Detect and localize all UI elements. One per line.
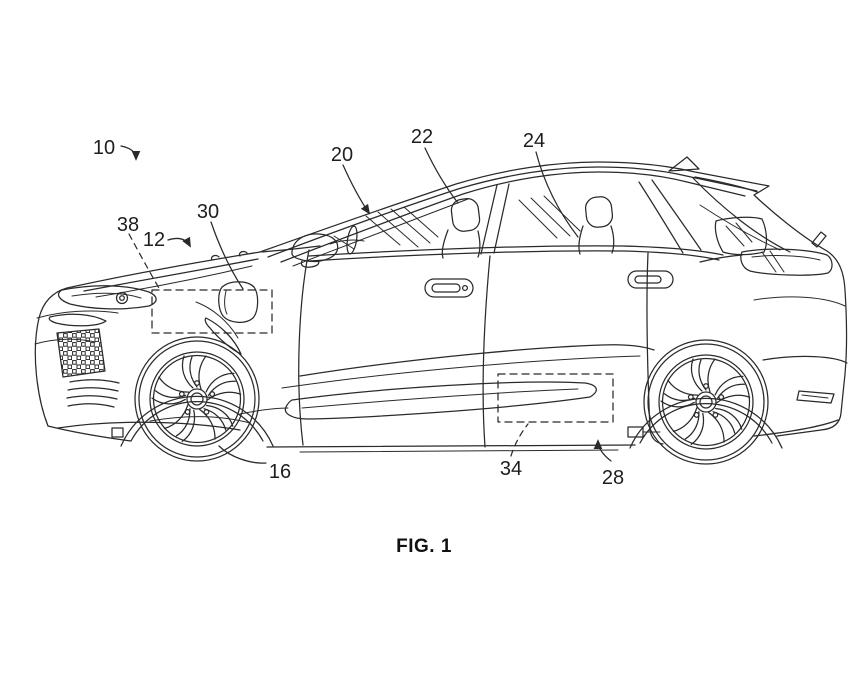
hood-lines xyxy=(83,245,321,298)
grille-checker xyxy=(56,328,106,378)
fender-vent xyxy=(195,301,242,355)
steering-wheel xyxy=(346,225,358,255)
b-pillar xyxy=(493,183,510,254)
door-handle-rear xyxy=(627,270,674,289)
rear-bumper xyxy=(627,296,848,438)
b-pillar xyxy=(480,184,498,255)
drl-light xyxy=(48,313,107,327)
body-silhouette xyxy=(34,161,848,453)
beltline xyxy=(308,245,724,262)
door-handle-front xyxy=(424,278,474,298)
ref-numeral-30: 30 xyxy=(197,201,219,223)
vehicle-drawing xyxy=(34,156,848,465)
pillars xyxy=(480,177,791,255)
leader-line-16 xyxy=(218,445,267,464)
leader-line-38 xyxy=(128,233,161,291)
front-wheel xyxy=(134,336,260,462)
interior xyxy=(329,196,615,259)
ref-numeral-34: 34 xyxy=(500,458,522,480)
leader-line-10 xyxy=(120,145,141,161)
ref-numeral-24: 24 xyxy=(523,130,545,152)
leader-line-24 xyxy=(535,151,579,238)
leader-line-12 xyxy=(167,236,191,248)
quarter-window xyxy=(714,216,768,256)
ref-numeral-38: 38 xyxy=(117,214,139,236)
ref-numeral-10: 10 xyxy=(93,137,115,159)
jack-tab xyxy=(627,426,644,438)
body-creases xyxy=(239,344,655,420)
door-seams xyxy=(298,249,664,448)
antenna-stub xyxy=(811,231,827,248)
side-mirror xyxy=(291,233,339,268)
headlight xyxy=(57,285,157,310)
annotations: 10 38 12 30 20 22 24 16 34 28 FIG. 1 xyxy=(93,126,624,557)
window-hatching xyxy=(333,195,753,250)
seat-headrest-front xyxy=(450,198,481,232)
shark-fin-antenna xyxy=(668,156,700,172)
leader-line-30 xyxy=(210,221,244,290)
roof-spoiler xyxy=(668,156,827,248)
leader-line-22 xyxy=(424,147,459,204)
tow-tab xyxy=(111,427,124,438)
c-pillar-rear-edge xyxy=(651,179,702,251)
ref-numeral-16: 16 xyxy=(269,461,291,483)
rear-wheel xyxy=(643,339,769,465)
seat-headrest-rear xyxy=(584,196,614,228)
roofline-rails xyxy=(267,166,758,267)
front-fascia xyxy=(34,310,251,438)
rocker-molding xyxy=(284,381,597,420)
wiper-nub xyxy=(210,254,220,261)
dashed-region-rocker xyxy=(497,373,614,423)
figure-caption: FIG. 1 xyxy=(396,536,452,557)
leader-line-28 xyxy=(593,439,612,462)
dashed-region-fender xyxy=(151,289,273,334)
ref-numeral-28: 28 xyxy=(602,467,624,489)
ref-numeral-22: 22 xyxy=(411,126,433,148)
leader-line-20 xyxy=(342,164,371,215)
taillight xyxy=(699,248,833,276)
ref-numeral-20: 20 xyxy=(331,144,353,166)
liftgate-edge xyxy=(692,177,791,253)
rear-reflector xyxy=(796,390,835,404)
charge-port-door xyxy=(218,281,259,323)
leader-line-34 xyxy=(510,423,529,457)
wiper-nub xyxy=(238,250,248,257)
ref-numeral-12: 12 xyxy=(143,229,165,251)
c-pillar-front-edge xyxy=(638,181,684,254)
